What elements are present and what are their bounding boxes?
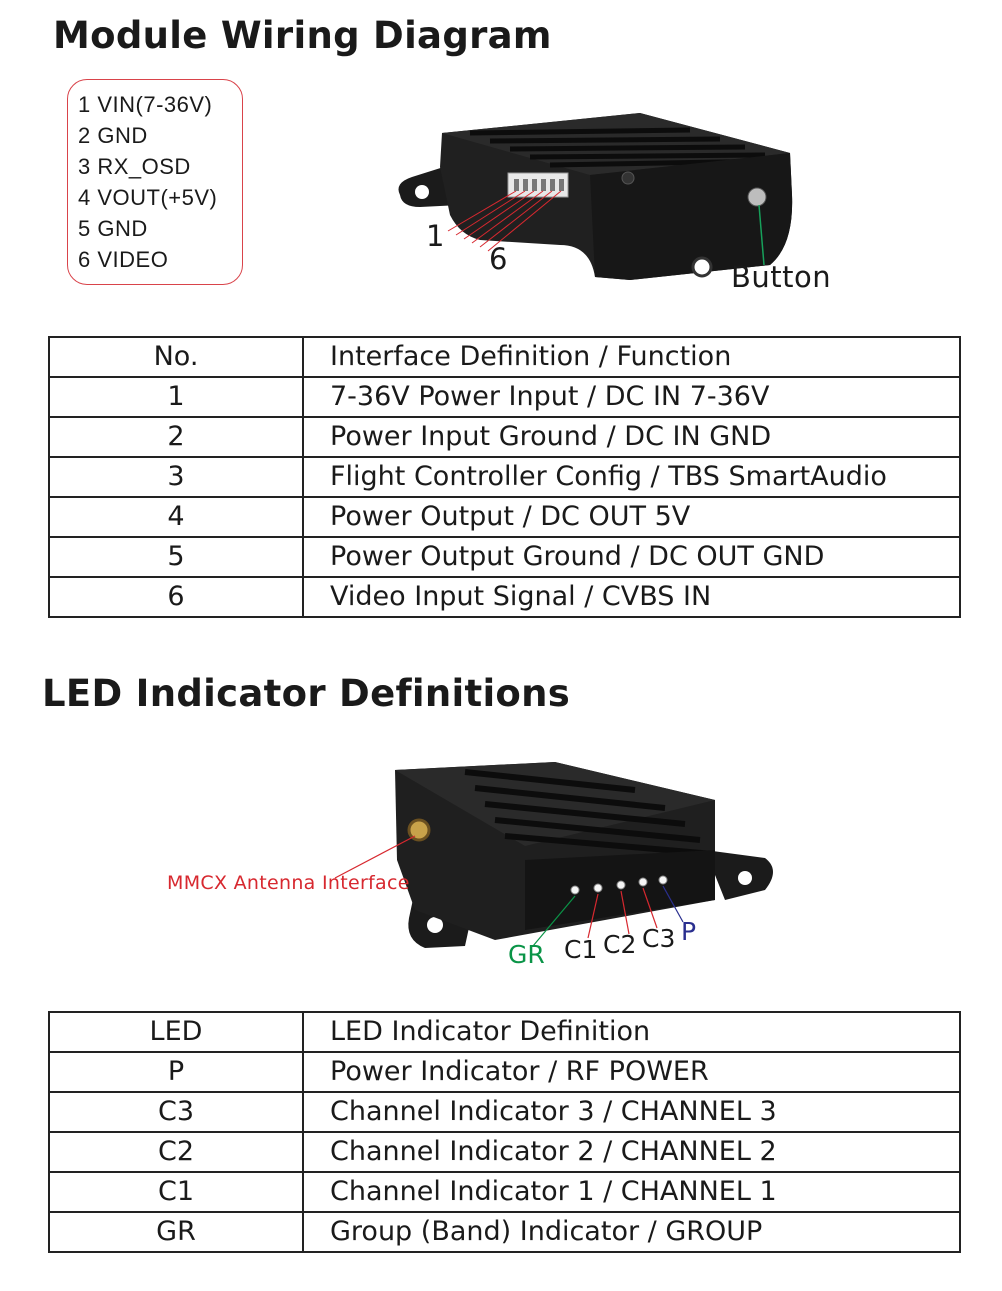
row-no: 4 xyxy=(48,496,304,538)
table-row: C3 Channel Indicator 3 / CHANNEL 3 xyxy=(48,1091,961,1133)
row-definition: Channel Indicator 2 / CHANNEL 2 xyxy=(302,1131,961,1173)
row-led: P xyxy=(48,1051,304,1093)
module-top-image xyxy=(398,113,793,280)
row-led: GR xyxy=(48,1211,304,1253)
pin6-callout: 6 xyxy=(489,242,508,276)
led-title: LED Indicator Definitions xyxy=(42,672,571,715)
header-no: No. xyxy=(48,336,304,378)
led-table: LED LED Indicator Definition P Power Ind… xyxy=(48,1011,961,1253)
row-definition: Flight Controller Config / TBS SmartAudi… xyxy=(302,456,961,498)
table-row: 2 Power Input Ground / DC IN GND xyxy=(48,416,961,458)
pin1-callout: 1 xyxy=(426,219,445,253)
module-led-image xyxy=(334,762,773,948)
antenna-label: MMCX Antenna Interface xyxy=(167,872,410,894)
row-definition: Power Output / DC OUT 5V xyxy=(302,496,961,538)
row-definition: Channel Indicator 1 / CHANNEL 1 xyxy=(302,1171,961,1213)
header-definition: Interface Definition / Function xyxy=(302,336,961,378)
pin-label: 2 GND xyxy=(78,123,148,148)
row-definition: Channel Indicator 3 / CHANNEL 3 xyxy=(302,1091,961,1133)
pin-label: 5 GND xyxy=(78,216,148,241)
wiring-title: Module Wiring Diagram xyxy=(53,14,552,57)
table-row: 6 Video Input Signal / CVBS IN xyxy=(48,576,961,618)
pin-label: 6 VIDEO xyxy=(78,247,169,272)
table-row: C2 Channel Indicator 2 / CHANNEL 2 xyxy=(48,1131,961,1173)
header-led: LED xyxy=(48,1011,304,1053)
row-definition: Group (Band) Indicator / GROUP xyxy=(302,1211,961,1253)
pin-label: 1 VIN(7-36V) xyxy=(78,92,213,117)
row-definition: Power Indicator / RF POWER xyxy=(302,1051,961,1093)
row-definition: Video Input Signal / CVBS IN xyxy=(302,576,961,618)
table-row: 1 7-36V Power Input / DC IN 7-36V xyxy=(48,376,961,418)
led-gr-label: GR xyxy=(508,940,545,969)
table-row: GR Group (Band) Indicator / GROUP xyxy=(48,1211,961,1253)
led-p-label: P xyxy=(681,917,697,946)
row-led: C1 xyxy=(48,1171,304,1213)
pinout-box: 1 VIN(7-36V) 2 GND 3 RX_OSD 4 VOUT(+5V) … xyxy=(67,79,243,285)
row-led: C3 xyxy=(48,1091,304,1133)
row-definition: Power Output Ground / DC OUT GND xyxy=(302,536,961,578)
row-definition: 7-36V Power Input / DC IN 7-36V xyxy=(302,376,961,418)
row-led: C2 xyxy=(48,1131,304,1173)
table-row: 5 Power Output Ground / DC OUT GND xyxy=(48,536,961,578)
row-no: 5 xyxy=(48,536,304,578)
row-no: 2 xyxy=(48,416,304,458)
led-c3-label: C3 xyxy=(642,924,676,953)
table-row: P Power Indicator / RF POWER xyxy=(48,1051,961,1093)
table-row: 4 Power Output / DC OUT 5V xyxy=(48,496,961,538)
row-no: 3 xyxy=(48,456,304,498)
table-row: C1 Channel Indicator 1 / CHANNEL 1 xyxy=(48,1171,961,1213)
button-callout: Button xyxy=(731,260,832,294)
table-row: 3 Flight Controller Config / TBS SmartAu… xyxy=(48,456,961,498)
row-no: 1 xyxy=(48,376,304,418)
header-definition: LED Indicator Definition xyxy=(302,1011,961,1053)
table-header-row: No. Interface Definition / Function xyxy=(48,336,961,378)
table-header-row: LED LED Indicator Definition xyxy=(48,1011,961,1053)
interface-table: No. Interface Definition / Function 1 7-… xyxy=(48,336,961,618)
row-no: 6 xyxy=(48,576,304,618)
pin-label: 4 VOUT(+5V) xyxy=(78,185,218,210)
led-c1-label: C1 xyxy=(564,935,598,964)
led-c2-label: C2 xyxy=(603,930,637,959)
pin-label: 3 RX_OSD xyxy=(78,154,191,179)
row-definition: Power Input Ground / DC IN GND xyxy=(302,416,961,458)
